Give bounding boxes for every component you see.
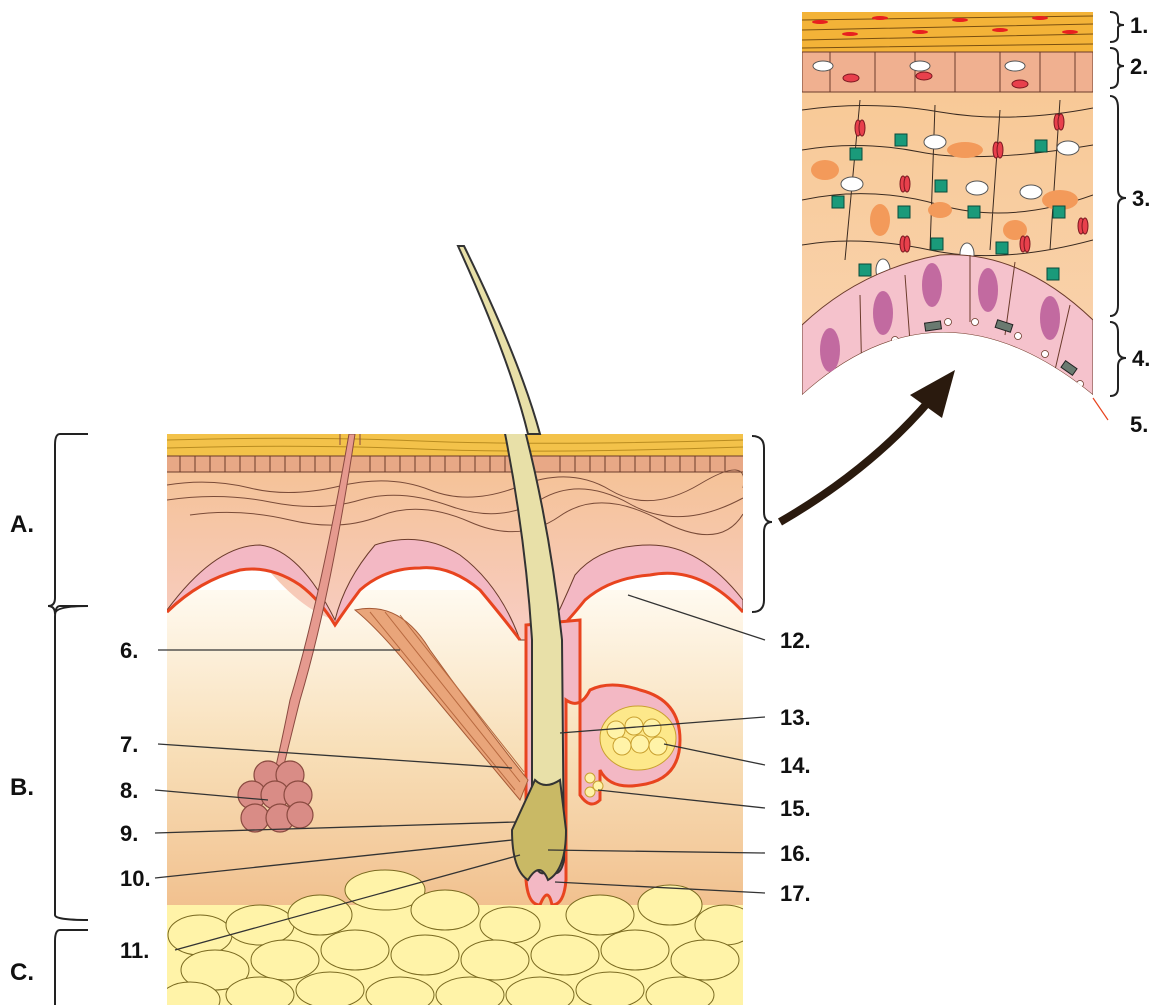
label-2: 2. <box>1130 54 1148 79</box>
label-13: 13. <box>780 705 811 730</box>
label-11: 11. <box>120 938 149 963</box>
label-14: 14. <box>780 753 811 778</box>
label-5: 5. <box>1130 412 1148 437</box>
label-6: 6. <box>120 638 138 663</box>
epidermis-inset <box>802 12 1093 402</box>
hair-shaft-above <box>458 246 540 434</box>
inset-labels: 1. 2. 3. 4. 5. <box>1130 13 1150 437</box>
label-8: 8. <box>120 778 138 803</box>
label-17: 17. <box>780 881 811 906</box>
label-7: 7. <box>120 732 138 757</box>
label-4: 4. <box>1132 346 1150 371</box>
label-1: 1. <box>1130 13 1148 38</box>
label-10: 10. <box>120 866 151 891</box>
label-3: 3. <box>1132 186 1150 211</box>
label-16: 16. <box>780 841 811 866</box>
inset-stratum-granulosum <box>802 52 1093 92</box>
label-9: 9. <box>120 821 138 846</box>
layer-labels: A. B. C. <box>10 511 34 986</box>
curved-arrow-icon <box>780 370 955 522</box>
layer-label-c: C. <box>10 959 34 986</box>
label-12: 12. <box>780 628 811 653</box>
layer-label-a: A. <box>10 511 34 538</box>
layer-label-b: B. <box>10 774 34 801</box>
skin-section <box>160 246 755 1005</box>
label-15: 15. <box>780 796 811 821</box>
stratum-corneum <box>167 434 743 456</box>
stratum-granulosum <box>167 456 743 472</box>
